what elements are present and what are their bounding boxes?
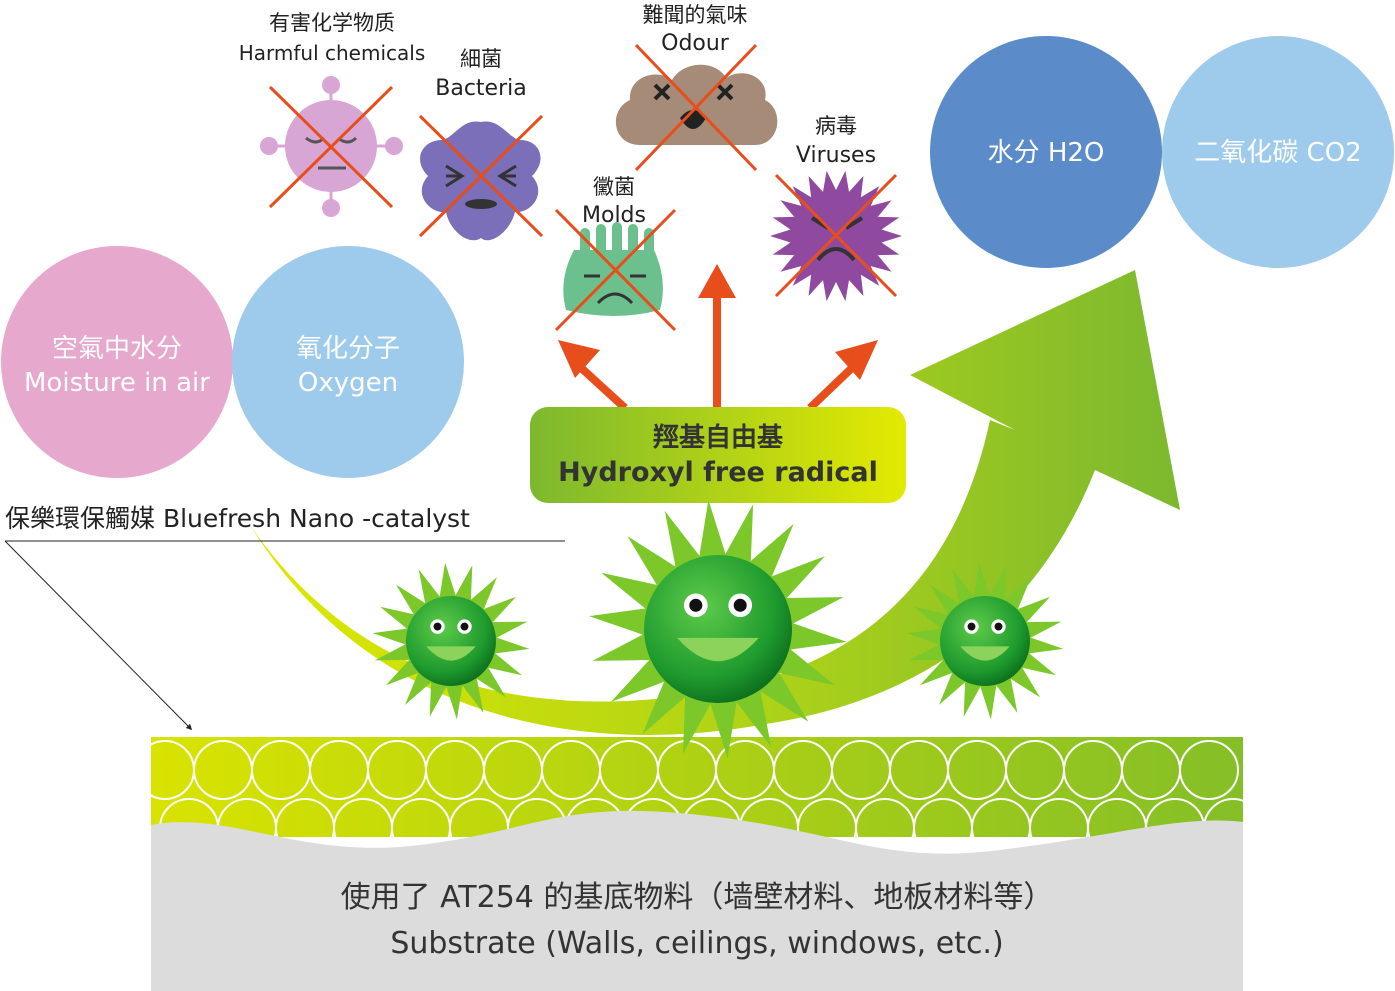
molds-icon: 黴菌 Molds bbox=[554, 175, 677, 332]
catalyst-pointer-arrow bbox=[4, 540, 193, 731]
substrate-label-zh: 使用了 AT254 的基底物料（墙壁材料、地板材料等） bbox=[341, 880, 1054, 915]
substrate-layer: 使用了 AT254 的基底物料（墙壁材料、地板材料等） Substrate (W… bbox=[135, 737, 1263, 991]
moisture-label-en: Moisture in air bbox=[24, 368, 210, 398]
catalyst-particles bbox=[372, 499, 1064, 759]
odour-icon: 難聞的氣味 Odour bbox=[615, 3, 778, 172]
hydroxyl-label-zh: 羥基自由基 bbox=[653, 422, 784, 453]
chemicals-label-zh: 有害化学物质 bbox=[269, 11, 395, 35]
bacteria-label-zh: 細菌 bbox=[460, 47, 502, 71]
bacteria-label-en: Bacteria bbox=[435, 76, 526, 101]
radical-arrows bbox=[558, 264, 878, 411]
viruses-label-en: Viruses bbox=[796, 143, 876, 168]
catalyst-particle-center bbox=[589, 499, 847, 759]
chemicals-label-en: Harmful chemicals bbox=[239, 41, 426, 65]
moisture-circle: 空氣中水分 Moisture in air bbox=[1, 246, 233, 478]
water-label: 水分 H2O bbox=[988, 138, 1105, 168]
catalyst-particle-left bbox=[372, 562, 530, 720]
odour-label-zh: 難聞的氣味 bbox=[643, 3, 748, 27]
substrate-label-en: Substrate (Walls, ceilings, windows, etc… bbox=[390, 926, 1003, 961]
co2-label: 二氧化碳 CO2 bbox=[1194, 138, 1361, 168]
moisture-label-zh: 空氣中水分 bbox=[52, 334, 182, 364]
water-circle: 水分 H2O bbox=[930, 36, 1162, 268]
bubble bbox=[1179, 740, 1239, 800]
catalyst-label: 保樂環保觸媒 Bluefresh Nano -catalyst bbox=[5, 504, 470, 533]
hydroxyl-box: 羥基自由基 Hydroxyl free radical bbox=[530, 407, 906, 503]
hydroxyl-label-en: Hydroxyl free radical bbox=[558, 457, 878, 488]
viruses-label-zh: 病毒 bbox=[815, 114, 857, 138]
bacteria-icon: 細菌 Bacteria bbox=[418, 47, 544, 241]
oxygen-label-en: Oxygen bbox=[298, 368, 398, 398]
odour-label-en: Odour bbox=[661, 31, 730, 56]
co2-circle: 二氧化碳 CO2 bbox=[1162, 36, 1394, 268]
oxygen-circle: 氧化分子 Oxygen bbox=[232, 246, 464, 478]
oxygen-label-zh: 氧化分子 bbox=[296, 334, 400, 364]
chemicals-icon: 有害化学物质 Harmful chemicals bbox=[239, 11, 426, 217]
catalyst-particle-right bbox=[906, 562, 1064, 720]
molds-label-zh: 黴菌 bbox=[593, 175, 635, 199]
viruses-icon: 病毒 Viruses bbox=[770, 114, 902, 302]
